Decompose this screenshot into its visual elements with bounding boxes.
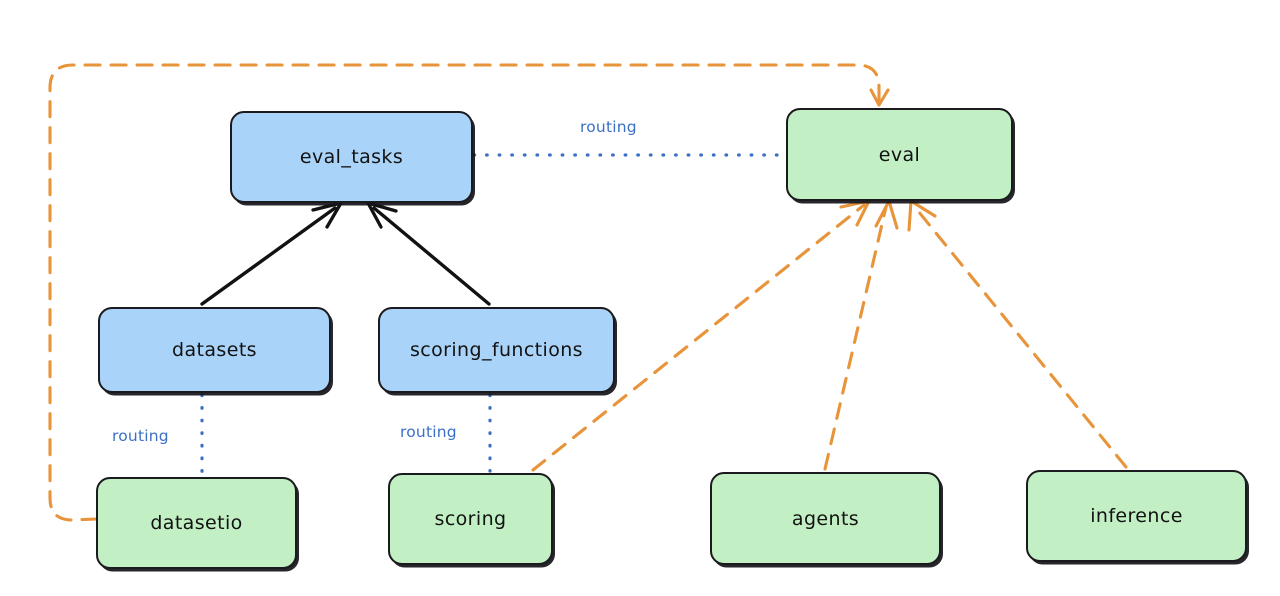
arrowhead-datasets-to-eval_tasks xyxy=(311,201,343,229)
node-label: scoring_functions xyxy=(410,339,583,361)
node-label: eval_tasks xyxy=(299,146,404,168)
edge-inference-to-eval xyxy=(912,204,1128,469)
node-scoring-functions[interactable]: scoring_functions xyxy=(378,307,615,393)
arrowhead-inference-to-eval xyxy=(907,199,937,232)
node-label: eval xyxy=(878,143,921,166)
edge-label-routing-eval-tasks: routing xyxy=(580,118,637,136)
node-scoring[interactable]: scoring xyxy=(388,473,553,565)
node-label: agents xyxy=(791,507,860,530)
node-inference[interactable]: inference xyxy=(1026,470,1247,562)
edge-datasetio-to-eval xyxy=(48,63,881,522)
arrowhead-datasetio-to-eval xyxy=(869,88,890,107)
node-eval-tasks[interactable]: eval_tasks xyxy=(230,111,473,203)
edge-label-routing-scoring: routing xyxy=(400,423,457,441)
node-label: datasets xyxy=(172,339,257,361)
edge-label-routing-datasets: routing xyxy=(112,427,169,445)
node-datasetio[interactable]: datasetio xyxy=(96,477,297,569)
node-datasets[interactable]: datasets xyxy=(98,307,331,393)
node-label: datasetio xyxy=(150,512,243,534)
arrowhead-agents-to-eval xyxy=(874,199,899,230)
edge-agents-to-eval xyxy=(823,205,888,471)
edge-scoring-to-eval xyxy=(531,203,866,472)
node-agents[interactable]: agents xyxy=(710,472,941,565)
node-label: scoring xyxy=(434,508,507,530)
arrowhead-scoring-to-eval xyxy=(839,199,871,227)
edge-datasets-to-eval_tasks xyxy=(200,206,337,306)
arrowhead-scoringfn-to-eval_tasks xyxy=(366,201,398,229)
node-eval[interactable]: eval xyxy=(786,108,1013,201)
edge-scoringfn-to-eval_tasks xyxy=(372,206,491,306)
node-label: inference xyxy=(1090,505,1183,527)
